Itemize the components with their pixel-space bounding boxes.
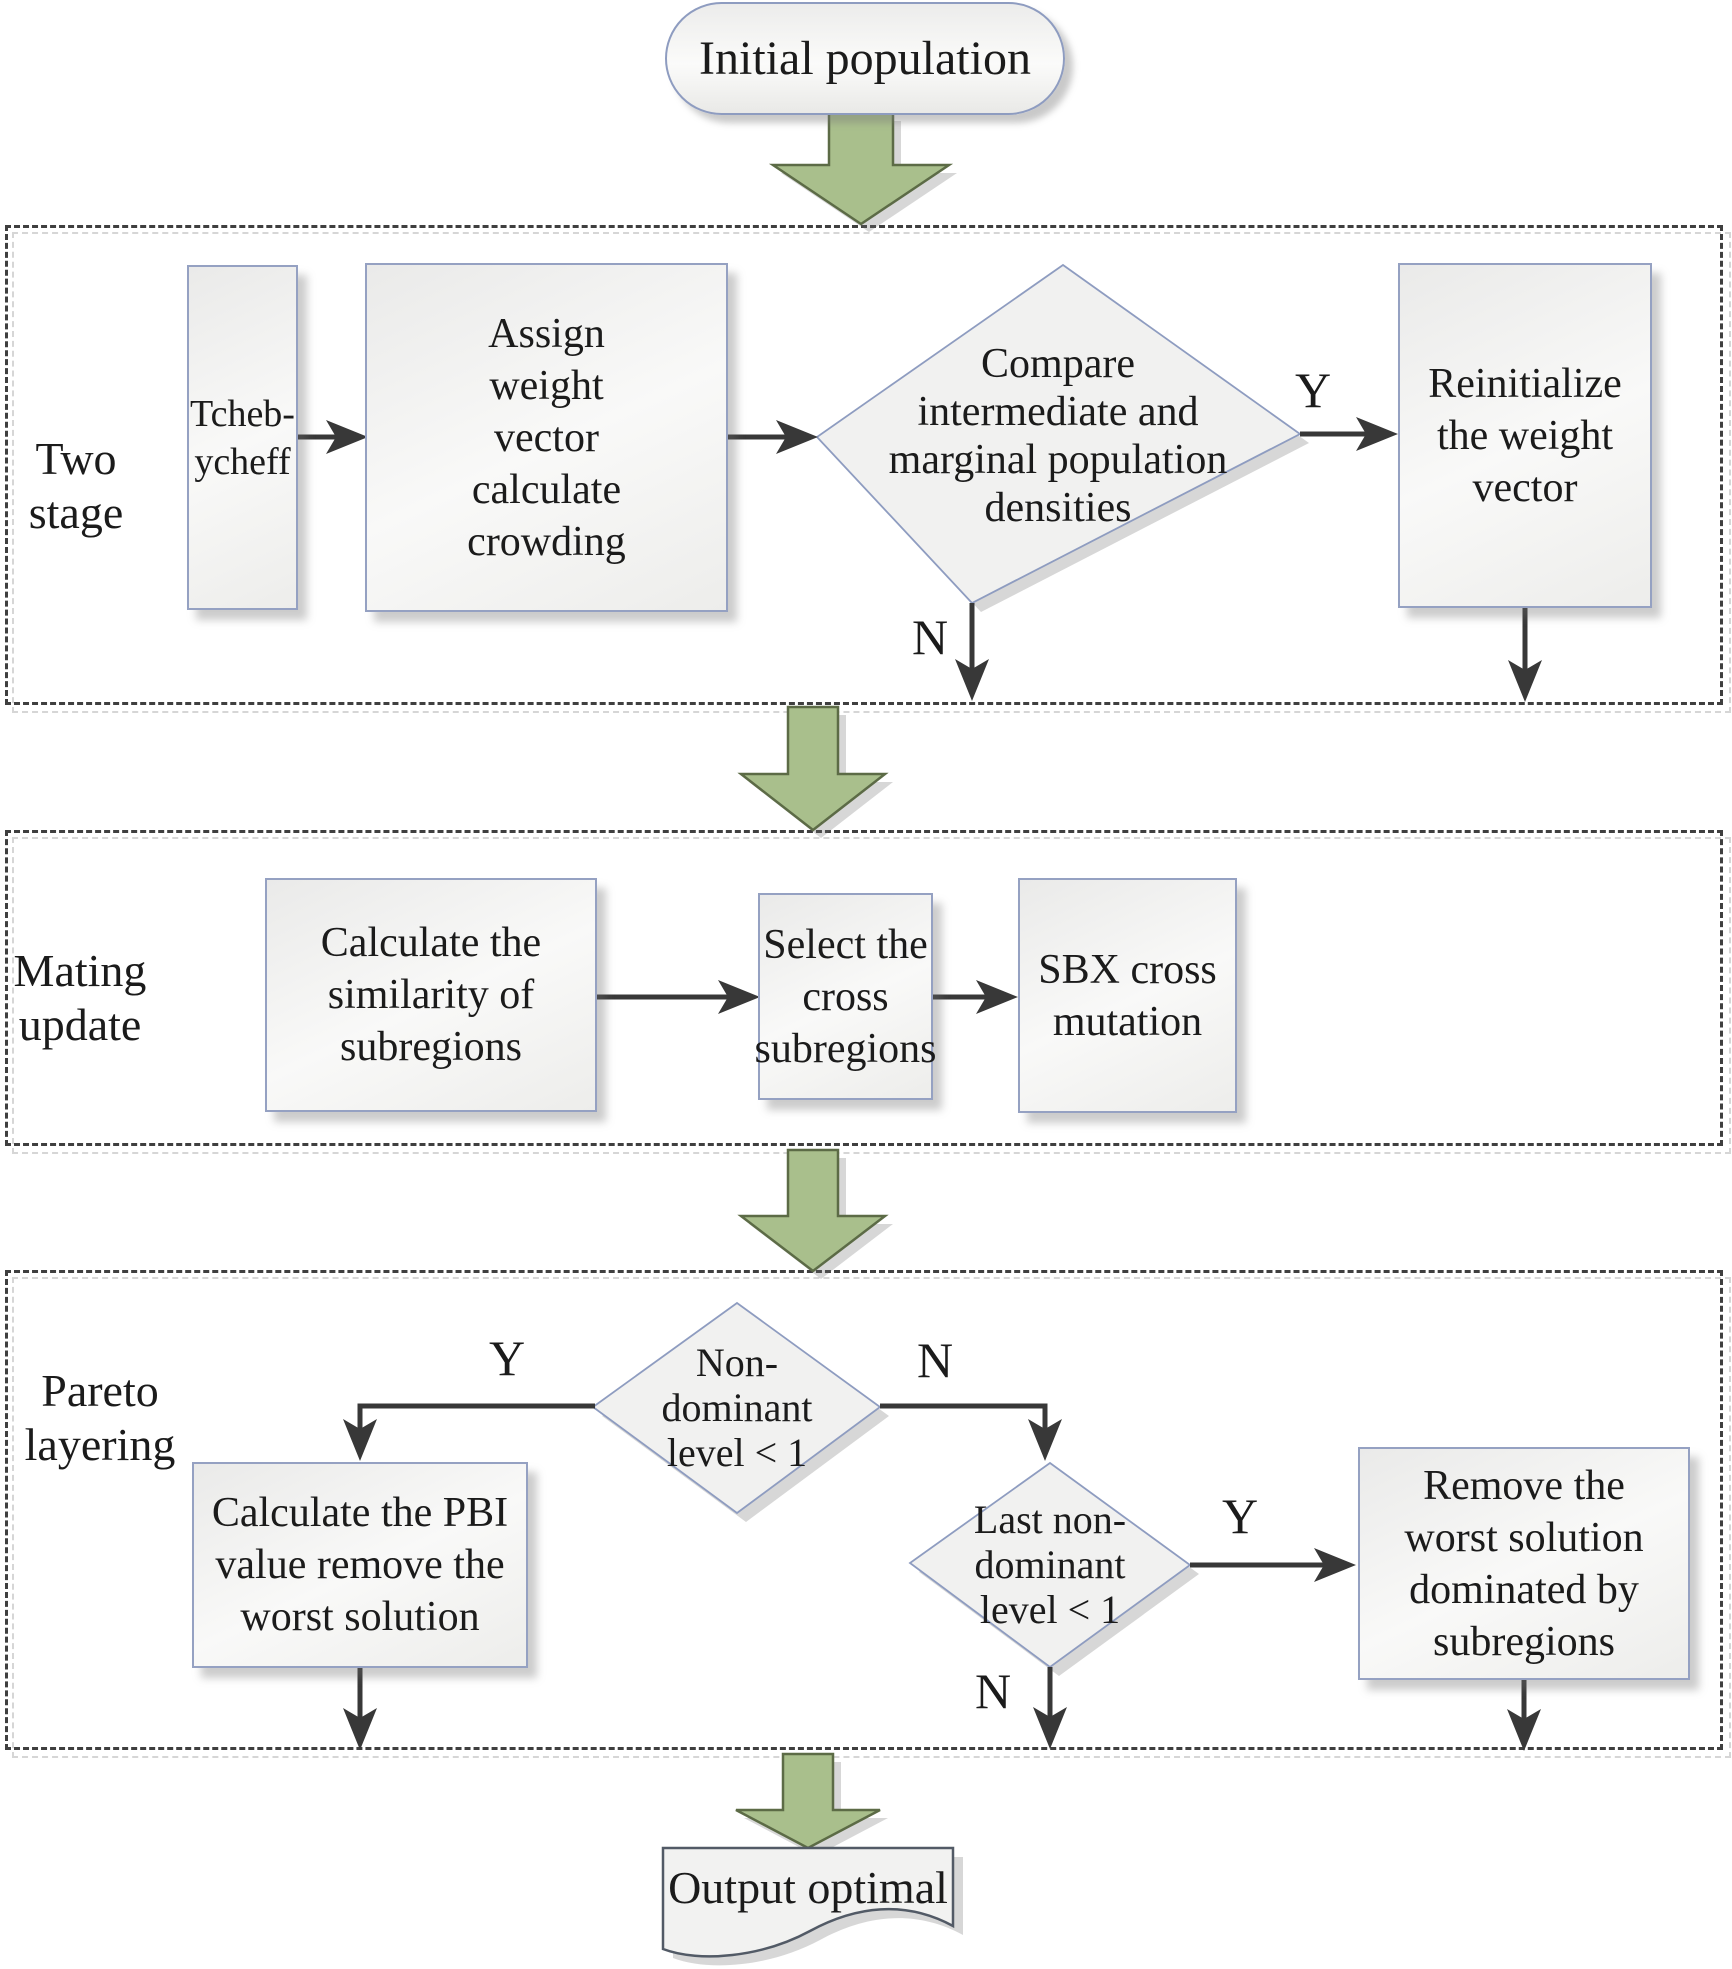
document-shape: [661, 1846, 955, 1958]
flow-arrowheads: [326, 417, 1542, 1751]
start-node: Initial population: [665, 2, 1065, 115]
branch-label-d2-no: N: [916, 1332, 954, 1388]
green-down-arrows: [735, 111, 954, 1850]
section-label-two-stage: Two stage: [28, 433, 124, 538]
decision-diamonds: [591, 263, 1302, 1669]
down-arrow-1: [768, 111, 954, 226]
node-sbx: SBX cross mutation: [1018, 878, 1237, 1113]
branch-label-d1-no: N: [911, 609, 949, 665]
branch-label-d2-yes: Y: [488, 1330, 526, 1386]
down-arrow-4: [735, 1752, 881, 1850]
node-calc-pbi: Calculate the PBI value remove the worst…: [192, 1462, 528, 1668]
section-label-mating-update: Mating update: [13, 945, 147, 1050]
node-tchebycheff: Tcheb- ycheff: [187, 265, 298, 610]
start-node-label: Initial population: [699, 31, 1031, 85]
down-arrow-3: [737, 1148, 889, 1273]
output-node-label: Output optimal: [668, 1861, 948, 1913]
node-remove-worst: Remove the worst solution dominated by s…: [1358, 1447, 1690, 1680]
node-assign-weight: Assign weight vector calculate crowding: [365, 263, 728, 612]
branch-label-d3-no: N: [974, 1663, 1012, 1719]
node-calc-similarity: Calculate the similarity of subregions: [265, 878, 597, 1112]
flow-connectors: [298, 431, 1528, 1722]
output-node: Output optimal: [663, 1848, 953, 1926]
decision-nondominant: [591, 1301, 882, 1515]
node-reinitialize: Reinitialize the weight vector: [1398, 263, 1652, 608]
decision-last-nondominant-label: Last non- dominant level < 1: [973, 1497, 1127, 1632]
section-label-pareto-layering: Pareto layering: [24, 1365, 176, 1470]
decision-compare-densities-label: Compare intermediate and marginal popula…: [888, 341, 1228, 531]
branch-label-d3-yes: Y: [1221, 1488, 1259, 1544]
branch-label-d1-yes: Y: [1294, 362, 1332, 418]
decision-nondominant-label: Non- dominant level < 1: [661, 1340, 813, 1475]
down-arrow-2: [737, 705, 889, 832]
node-select-cross: Select the cross subregions: [755, 893, 937, 1100]
